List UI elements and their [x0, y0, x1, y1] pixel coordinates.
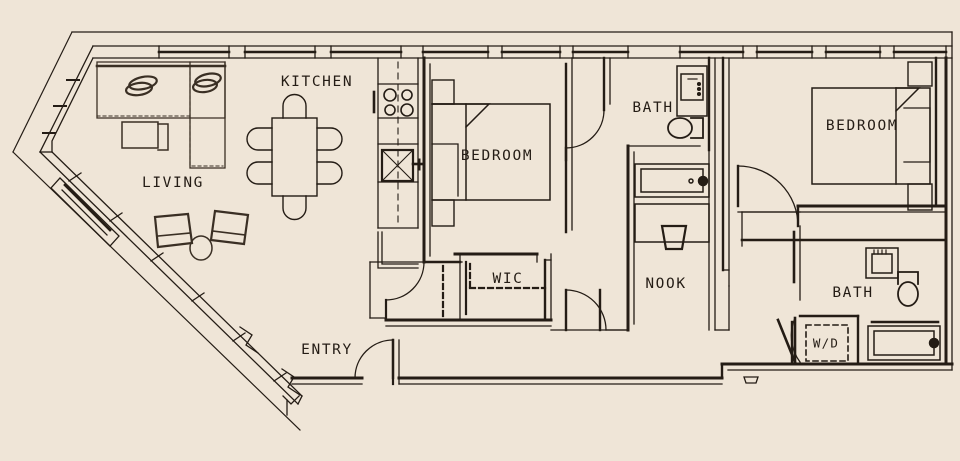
room-label-bedroom-2: BEDROOM [826, 118, 898, 134]
bath1-vanity [676, 65, 708, 117]
sectional-sofa [95, 61, 227, 169]
side-table [121, 121, 169, 151]
top-wall [92, 45, 953, 59]
wic-shelving [441, 262, 547, 318]
room-label-washer-dryer: W/D [813, 336, 839, 351]
armchair-right [209, 209, 250, 246]
room-label-entry: ENTRY [301, 342, 353, 358]
bedroom1-closet [431, 143, 459, 197]
bath2-toilet [897, 271, 919, 307]
entry-door[interactable] [354, 338, 395, 380]
bedroom-1 [369, 56, 573, 320]
bedroom-2 [736, 56, 948, 228]
bath2-vanity [865, 247, 899, 279]
nook-hall [550, 56, 730, 332]
refrigerator [377, 231, 419, 269]
desk-chair [660, 224, 688, 251]
nightstand-1b [431, 199, 455, 227]
nightstand-2a [907, 61, 933, 87]
kitchen-area [246, 57, 425, 269]
bath2-tub [867, 320, 941, 361]
round-side-table [189, 235, 213, 261]
top-window-mullions [158, 45, 947, 59]
room-label-nook: NOOK [645, 276, 686, 292]
nightstand-2b [907, 183, 933, 211]
left-angled-window-wall [39, 151, 303, 405]
room-label-bedroom-1: BEDROOM [461, 148, 533, 164]
dining-table [271, 117, 318, 197]
fireplace [50, 177, 120, 247]
wd-door[interactable] [776, 316, 801, 364]
cooktop [372, 88, 414, 117]
bath1-toilet [667, 117, 704, 139]
floor-drain [743, 376, 759, 384]
dining-chairs [246, 93, 343, 221]
armchair-left [153, 212, 194, 249]
kitchen-sink [380, 148, 425, 183]
room-label-kitchen: KITCHEN [281, 74, 353, 90]
bath1-door[interactable] [564, 109, 605, 162]
bath-2 [740, 211, 948, 366]
bedroom1-door[interactable] [369, 242, 426, 320]
bath-1 [564, 56, 711, 332]
bedroom2-closet [903, 107, 931, 163]
room-label-wic: WIC [493, 271, 524, 287]
bottom-walls [239, 31, 954, 416]
upper-left-angled-wall [39, 45, 94, 153]
living-furniture [95, 61, 250, 261]
room-label-bath-2: BATH [832, 285, 873, 301]
bath1-tub [634, 163, 710, 198]
nightstand-1a [431, 79, 455, 105]
room-label-living: LIVING [142, 175, 204, 191]
room-label-bath-1: BATH [632, 100, 673, 116]
wic-closet [384, 252, 553, 327]
room-labels: LIVING KITCHEN BEDROOM WIC BATH NOOK ENT… [142, 74, 898, 358]
